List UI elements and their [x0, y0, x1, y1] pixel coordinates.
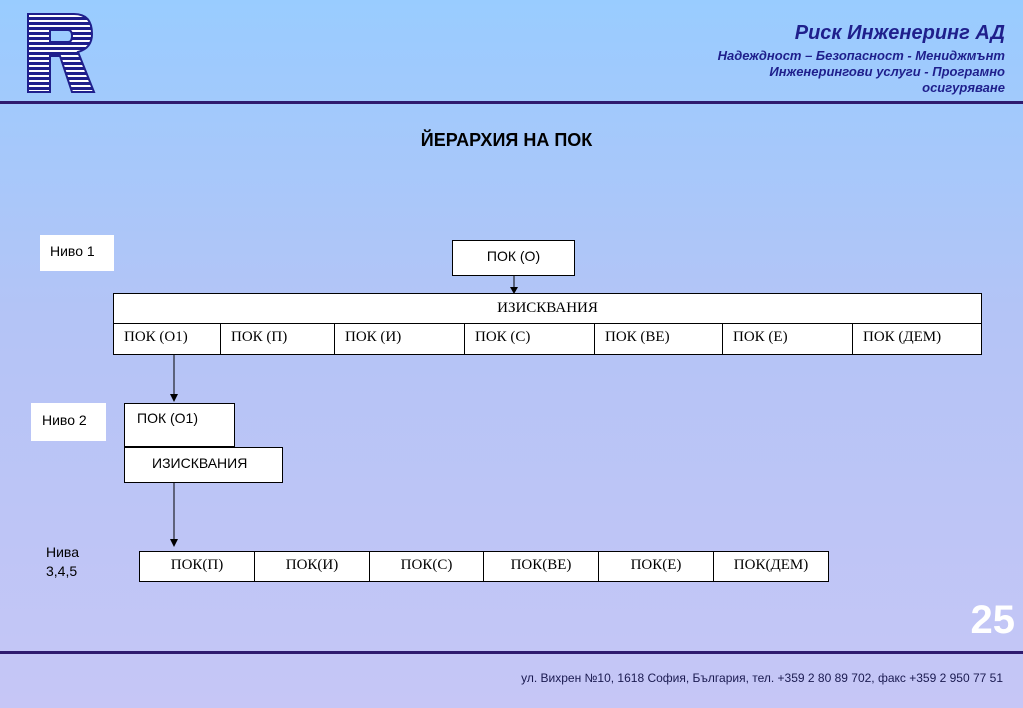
page-number: 25	[970, 598, 1016, 642]
level345-cell-ve: ПОК(ВЕ)	[484, 552, 599, 581]
level345-cell-s: ПОК(С)	[370, 552, 484, 581]
tagline-line-2: Инженерингови услуги - Програмно	[769, 64, 1005, 79]
company-name: Риск Инженеринг АД	[794, 22, 1005, 44]
level1-label: Ниво 1	[40, 235, 114, 271]
level345-table: ПОК(П) ПОК(И) ПОК(С) ПОК(ВЕ) ПОК(Е) ПОК(…	[139, 551, 829, 582]
level1-top-box: ПОК (О)	[452, 240, 575, 276]
level2-label-text: Ниво 2	[42, 412, 87, 428]
tagline-line-1: Надеждност – Безопасност - Мениджмънт	[717, 48, 1005, 63]
tagline-line-3: осигуряване	[922, 80, 1005, 95]
level1-cells-row: ПОК (О1) ПОК (П) ПОК (И) ПОК (С) ПОК (ВЕ…	[114, 324, 981, 354]
level1-cell-i: ПОК (И)	[335, 324, 465, 354]
slide-title: ЙЕРАРХИЯ НА ПОК	[420, 130, 593, 150]
level1-cell-s: ПОК (С)	[465, 324, 595, 354]
level345-cell-i: ПОК(И)	[255, 552, 370, 581]
level345-label: Нива 3,4,5	[46, 543, 79, 581]
level345-cell-dem: ПОК(ДЕМ)	[733, 557, 809, 573]
level1-cell-ve: ПОК (ВЕ)	[595, 324, 723, 354]
level1-cell-dem: ПОК (ДЕМ)	[863, 329, 942, 345]
level2-box-text: ПОК (О1)	[137, 410, 198, 426]
level2-requirements-box: ИЗИСКВАНИЯ	[124, 447, 283, 483]
footer-address: ул. Вихрен №10, 1618 София, България, те…	[521, 671, 1003, 685]
level1-label-text: Ниво 1	[50, 243, 95, 259]
level345-cell-e: ПОК(Е)	[599, 552, 714, 581]
level1-table: ИЗИСКВАНИЯ ПОК (О1) ПОК (П) ПОК (И) ПОК …	[113, 293, 982, 355]
arrow-o1-to-level2	[170, 354, 178, 402]
level2-box: ПОК (О1)	[124, 403, 235, 447]
level2-label: Ниво 2	[31, 403, 106, 441]
level1-cell-p: ПОК (П)	[221, 324, 335, 354]
company-tagline: Надеждност – Безопасност - Мениджмънт Ин…	[645, 48, 1005, 96]
arrow-top-to-requirements	[510, 275, 518, 294]
level1-cell-o1: ПОК (О1)	[114, 324, 221, 354]
level345-cell-p: ПОК(П)	[140, 552, 255, 581]
level1-requirements-row: ИЗИСКВАНИЯ	[114, 294, 981, 324]
level345-label-line1: Нива	[46, 544, 79, 560]
level1-cell-e: ПОК (Е)	[723, 324, 853, 354]
level1-top-box-text: ПОК (О)	[486, 248, 541, 264]
level2-requirements-text: ИЗИСКВАНИЯ	[152, 455, 248, 471]
header-rule	[0, 101, 1023, 104]
footer-rule	[0, 651, 1023, 654]
level1-requirements-text: ИЗИСКВАНИЯ	[497, 300, 598, 316]
company-logo	[27, 13, 96, 93]
arrow-level2-to-level345	[170, 483, 178, 547]
level345-label-line2: 3,4,5	[46, 563, 78, 579]
